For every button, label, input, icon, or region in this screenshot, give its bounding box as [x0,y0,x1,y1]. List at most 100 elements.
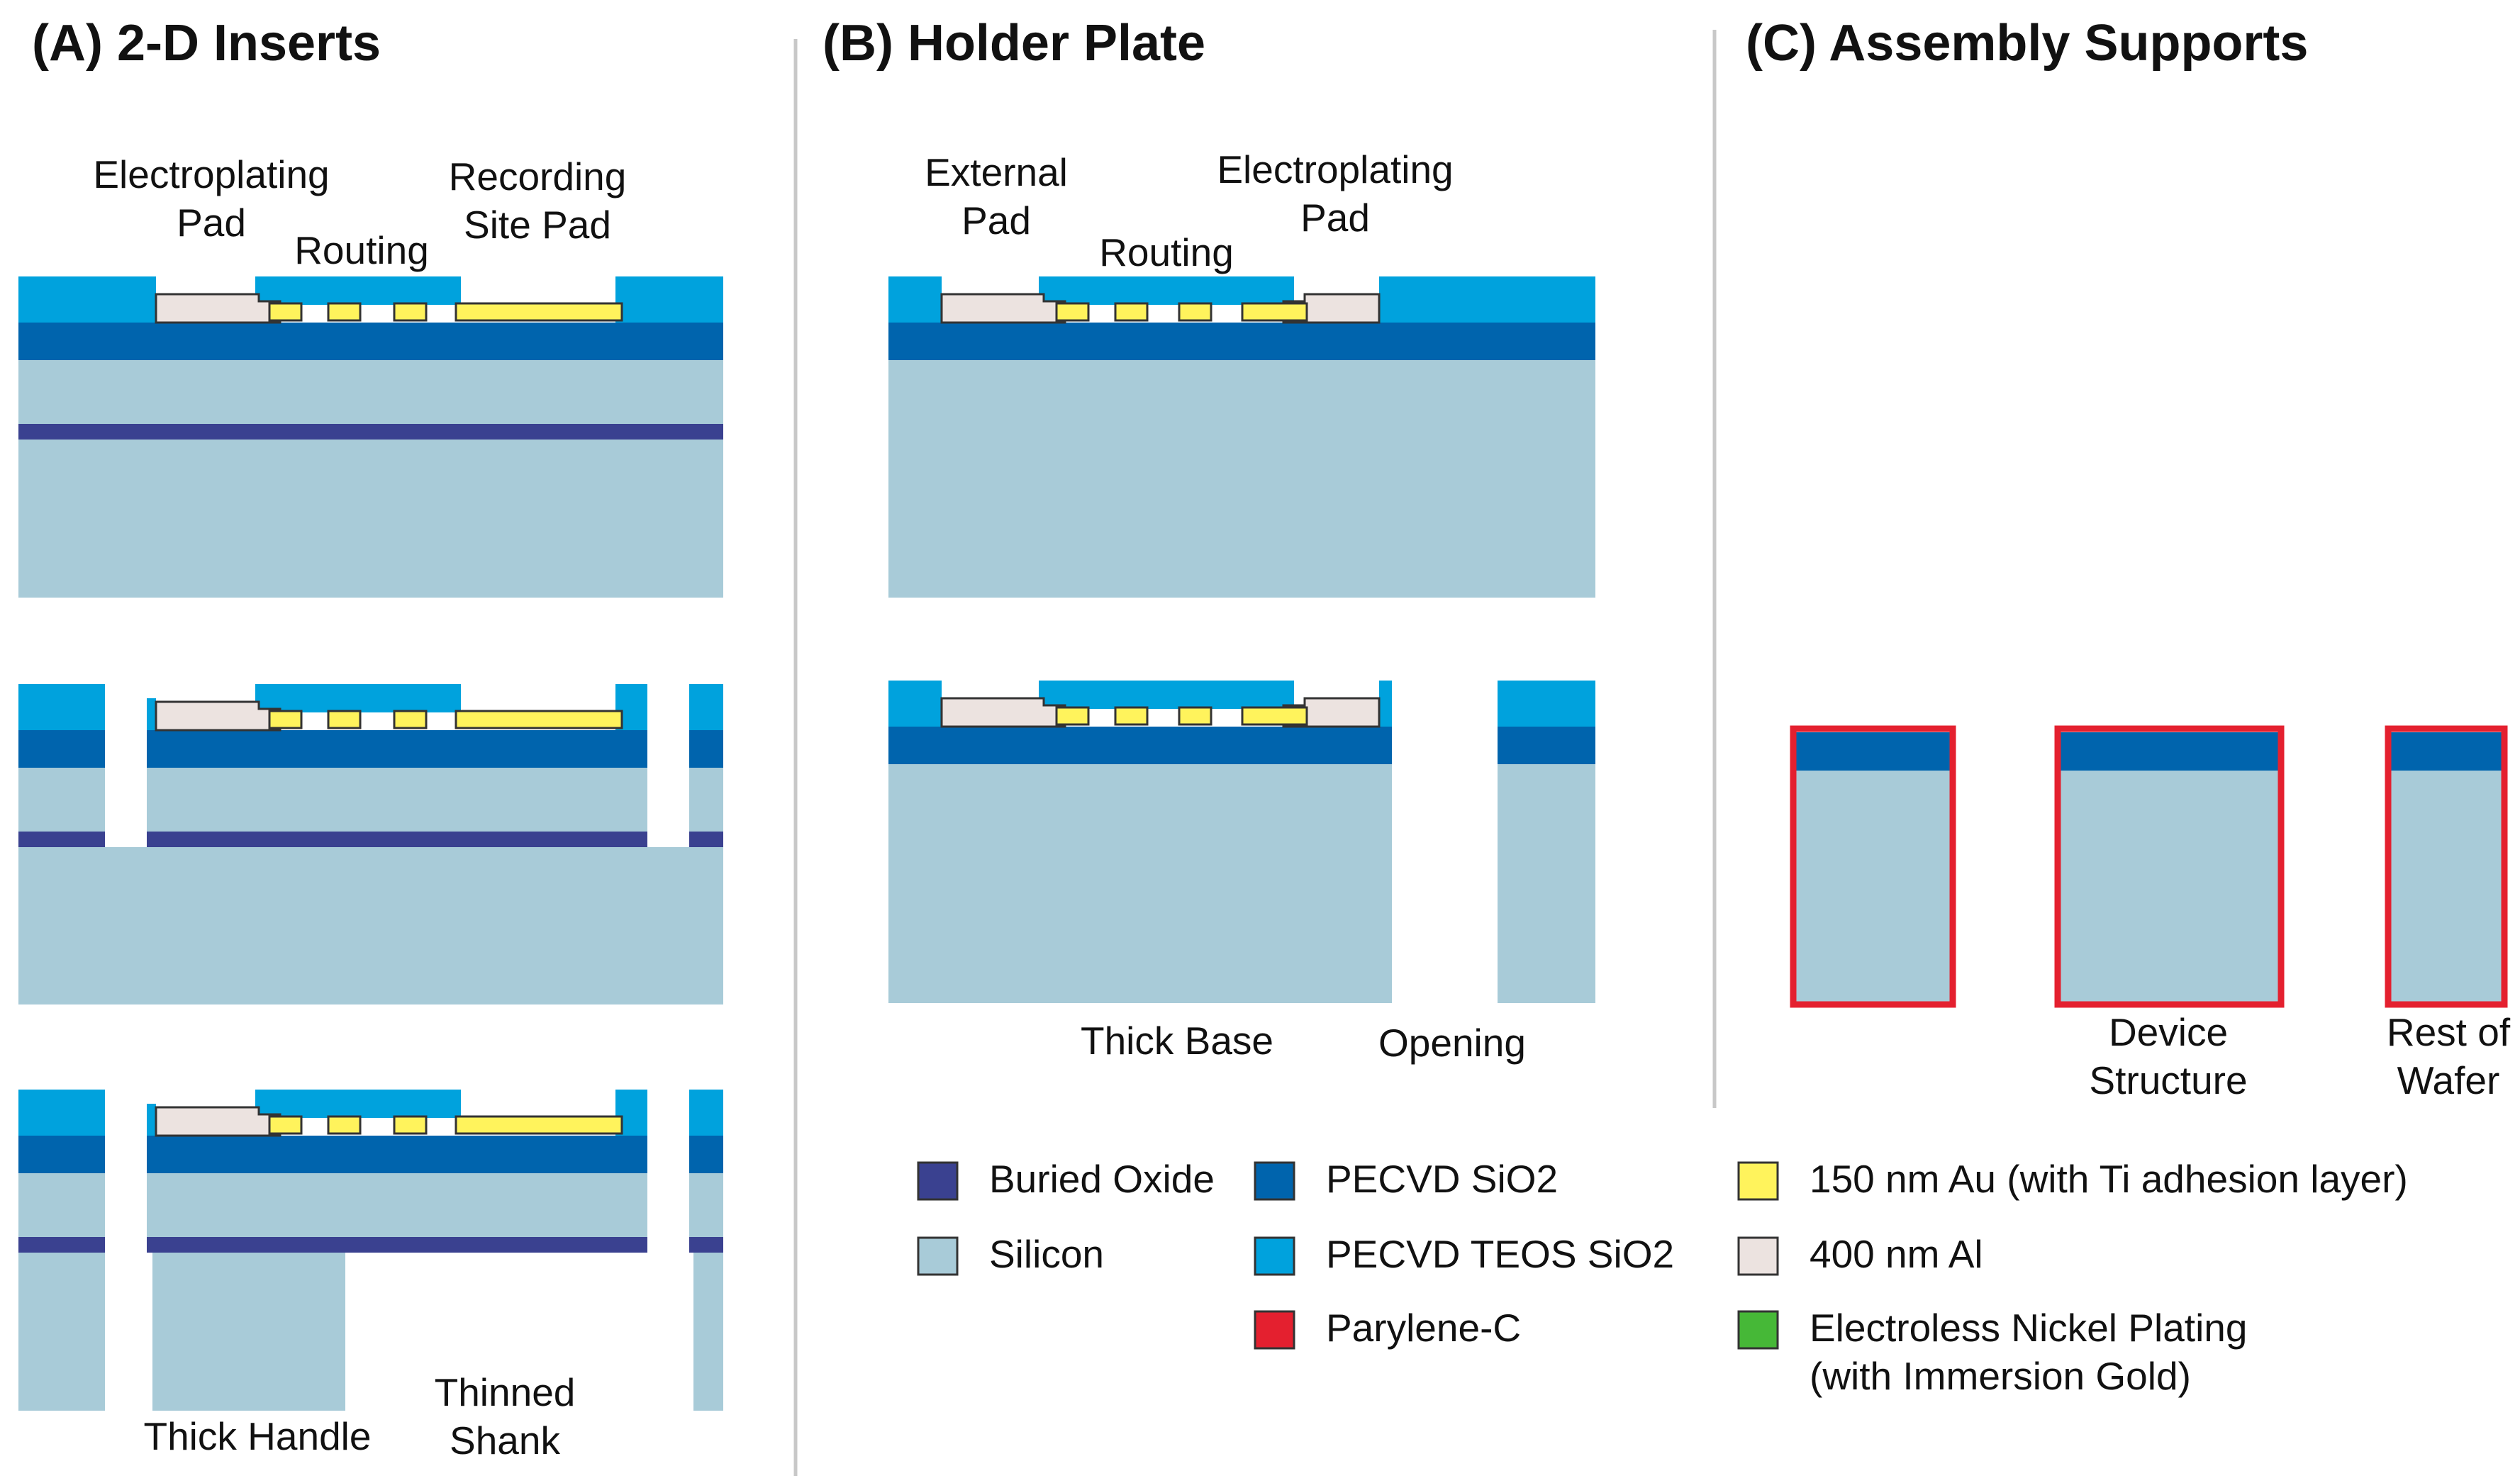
panel-a-recording-site-pad-label-line-1: Recording [449,155,627,198]
legend-label-aluminum: 400 nm Al [1810,1232,1983,1276]
panel-a-row-1-teos-right [615,276,723,323]
panel-a-row-1-routing-trace-1 [268,302,303,322]
panel-b-external-pad-label-line-2: Pad [961,198,1031,242]
panel-a-row-2-buried-oxide-3 [689,832,723,847]
legend-label-pecvd-sio2: PECVD SiO2 [1326,1157,1558,1201]
legend-label-nickel-line-1: Electroless Nickel Plating [1810,1306,2247,1350]
panel-b-opening-label: Opening [1378,1021,1526,1065]
panel-b-row-1-silicon [888,360,1595,598]
legend-swatch-teos-sio2 [1254,1236,1295,1276]
panel-b-row-1-teos-left [888,276,942,323]
panel-a-row-2-electroplating-pad [155,700,281,732]
panel-a-recording-site-pad-label-line-2: Site Pad [464,203,611,247]
panel-a-row-3-buried-oxide-3 [689,1237,723,1253]
panel-a-row-3-routing-trace-1 [268,1115,303,1135]
legend-swatch-silicon [917,1236,959,1276]
panel-a-row-1-recording-site-pad [455,302,623,322]
panel-a-row-2-pecvd-sio2-1 [18,730,105,768]
panel-b-row-2-side-silicon [1498,764,1595,1003]
panel-b-row-1-routing-trace-3 [1178,302,1212,322]
panel-b-row-2-teos-right [1379,681,1392,727]
panel-b-row-2-pecvd-sio2-side [1498,727,1595,764]
panel-a-row-2-recording-site-pad [455,710,623,729]
panel-c-left-support-parylene-coating [1790,725,1956,1008]
panel-c-rest-of-wafer-silicon [2391,771,2502,1004]
panel-a-row-3-pecvd-sio2-1 [18,1136,105,1173]
legend-label-gold: 150 nm Au (with Ti adhesion layer) [1810,1157,2408,1201]
panel-b-row-1-routing-trace-2 [1114,302,1149,322]
panel-a-row-2-pecvd-sio2-2 [147,730,647,768]
panel-b-row-1-routing-trace-1 [1055,302,1090,322]
panel-b-external-pad-label-line-1: External [925,150,1068,194]
panel-c-rest-of-wafer-label-line-2: Wafer [2397,1058,2500,1102]
legend-label-silicon: Silicon [989,1232,1104,1276]
legend-swatch-pecvd-sio2 [1254,1161,1295,1201]
legend-swatch-aluminum [1737,1236,1779,1276]
panel-a-row-2-device-silicon-2 [147,768,647,833]
panel-a-row-1-buried-oxide [18,424,723,440]
legend-label-buried-oxide: Buried Oxide [989,1157,1215,1201]
panel-c-rest-of-wafer-label-line-1: Rest of [2387,1010,2511,1054]
panel-a-row-2-teos-inner-left [147,698,156,730]
panel-a-row-3-recording-site-pad [455,1115,623,1135]
panel-a-row-2-silicon-handle [18,847,723,1004]
panel-b-row-1-teos-right [1379,276,1595,323]
panel-c-device-structure-parylene-coating [2054,725,2285,1008]
panel-a-row-3-device-silicon-3 [689,1173,723,1238]
panel-a-row-2-teos-left [18,684,105,730]
panel-b-row-2-teos-mid [1039,681,1294,709]
panel-a-row-2-pecvd-sio2-3 [689,730,723,768]
legend-swatch-buried-oxide [917,1161,959,1201]
panel-a-row-1-routing-trace-3 [393,302,428,322]
panel-a-row-1-pecvd-sio2 [18,323,723,360]
panel-a-row-2-teos-mid [255,684,461,712]
panel-a-row-3-routing-trace-2 [327,1115,362,1135]
panel-c-title: (C) Assembly Supports [1746,15,2308,72]
panel-a-row-3-handle-right [693,1253,723,1411]
panel-b-row-2-thick-base-silicon [888,764,1392,1003]
panel-a-row-2-routing-trace-3 [393,710,428,729]
panel-a-title: (A) 2-D Inserts [32,15,381,72]
panel-a-electroplating-pad-label-line-2: Pad [177,201,246,245]
panel-b-electroplating-pad-label-line-1: Electroplating [1217,147,1453,191]
panel-b-electroplating-pad-label-line-2: Pad [1300,196,1370,240]
panel-b-row-2-electroplating-gold [1241,706,1308,726]
panel-a-row-1-electroplating-pad [155,293,281,324]
panel-c-device-structure-label-line-1: Device [2109,1010,2228,1054]
panel-a-row-3-teos-mid [255,1090,461,1118]
panel-a-thinned-shank-label-line-2: Shank [450,1418,560,1462]
legend-swatch-nickel [1737,1310,1779,1350]
panel-c-rest-of-wafer-parylene-coating [2385,725,2508,1008]
panel-c-left-support-silicon [1796,771,1950,1004]
panel-a-row-3-handle-left [18,1253,105,1411]
legend-label-teos-sio2: PECVD TEOS SiO2 [1326,1232,1674,1276]
panel-b-routing-label: Routing [1099,230,1234,274]
panel-b-row-1-electroplating-gold [1241,302,1308,322]
panel-a-row-1-silicon-handle [18,360,723,598]
diagram-labels: (A) 2-D Inserts (B) Holder Plate (C) Assem… [32,15,2511,1462]
panel-b-thick-base-label: Thick Base [1081,1019,1273,1063]
panel-a-row-3-device-silicon-1 [18,1173,105,1238]
panel-a-electroplating-pad-label-line-1: Electroplating [93,152,329,196]
panel-c-device-structure-silicon [2061,771,2278,1004]
panel-b-row-1-external-pad [940,293,1066,324]
panel-a-row-3-thick-handle [152,1253,345,1411]
panel-a-row-3-teos-far-right [689,1090,723,1136]
panel-a-row-3-pecvd-sio2-3 [689,1136,723,1173]
panel-b-row-2-teos-side [1498,681,1595,727]
panel-b-row-1-pecvd-sio2 [888,323,1595,360]
panel-b-row-1-teos-mid [1039,276,1294,305]
panel-a-row-3-teos-left [18,1090,105,1136]
panel-b-row-2-routing-trace-2 [1114,706,1149,726]
panel-b-row-2-pecvd-sio2 [888,727,1392,764]
panel-a-row-3-buried-oxide-2 [147,1237,647,1253]
panel-a-row-1-routing-trace-2 [327,302,362,322]
panel-b-title: (B) Holder Plate [823,15,1205,72]
panel-b-row-2-routing-trace-3 [1178,706,1212,726]
panel-c-device-structure-label-line-2: Structure [2089,1058,2247,1102]
panel-b-row-2-external-pad [940,697,1066,728]
panel-c-left-support-pecvd-sio2 [1796,732,1950,771]
panel-a-row-3-pecvd-sio2-2 [147,1136,647,1173]
panel-c-rest-of-wafer-pecvd-sio2 [2391,732,2502,771]
